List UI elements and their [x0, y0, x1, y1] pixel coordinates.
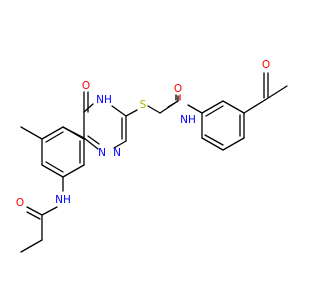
atom-o-acetyl: O: [262, 59, 270, 71]
bond-s-to-ring: [125, 109, 138, 117]
bond-methyl-left: [20, 126, 43, 140]
bond-ring-left-1i: [45, 131, 64, 143]
bond-ring-right-5: [201, 100, 224, 114]
bond-amide-c-right: [159, 100, 179, 114]
bond-ring-left-1: [41, 126, 64, 140]
bond-acetyl-to-ring: [243, 99, 266, 114]
bond-triazine-4: [83, 137, 99, 150]
bond-ring-right-2: [222, 137, 245, 151]
atom-s: S: [140, 99, 147, 111]
bond-ring-right-3i: [204, 134, 224, 146]
atom-nh-amide-right: NH: [180, 114, 196, 126]
atom-nh-ring: NH: [96, 94, 112, 106]
bond-ring-right-6: [222, 100, 245, 114]
atom-o-amide-right: O: [174, 83, 182, 95]
bond-ring-right-5i: [205, 105, 224, 117]
bond-acetyl-methyl: [264, 85, 288, 101]
bond-ring-left-4: [62, 164, 85, 178]
atom-o-ring: O: [82, 80, 90, 92]
bond-ring-left-3: [41, 164, 64, 178]
bond-ring-right-3: [201, 137, 224, 151]
atom-n-ring-a: N: [98, 147, 106, 159]
atom-labels: O O NH S NH O N N NH O: [16, 59, 270, 209]
bond-ring-left-3i: [45, 161, 64, 173]
atom-n-ring-b: N: [113, 147, 121, 159]
bond-co-left-b: [26, 211, 41, 220]
bond-ch2-to-ch3-left: [20, 239, 43, 253]
atom-nh-amide-left: NH: [55, 194, 71, 206]
bond-co-left-a: [26, 206, 43, 216]
bond-triazine-5: [113, 140, 127, 149]
molecule-structure: O O NH S NH O N N NH O: [16, 59, 288, 253]
bond-triazine-4i: [87, 135, 100, 145]
bond-nh-to-carbonyl-left: [41, 206, 58, 216]
bond-triazine-1: [111, 105, 127, 117]
bond-ring-left-6: [62, 126, 85, 140]
bonds: [20, 72, 288, 253]
atom-o-amide-left: O: [16, 197, 24, 209]
bond-ch2-to-s: [147, 105, 161, 114]
bond-ring-to-nh-right: [187, 104, 203, 114]
